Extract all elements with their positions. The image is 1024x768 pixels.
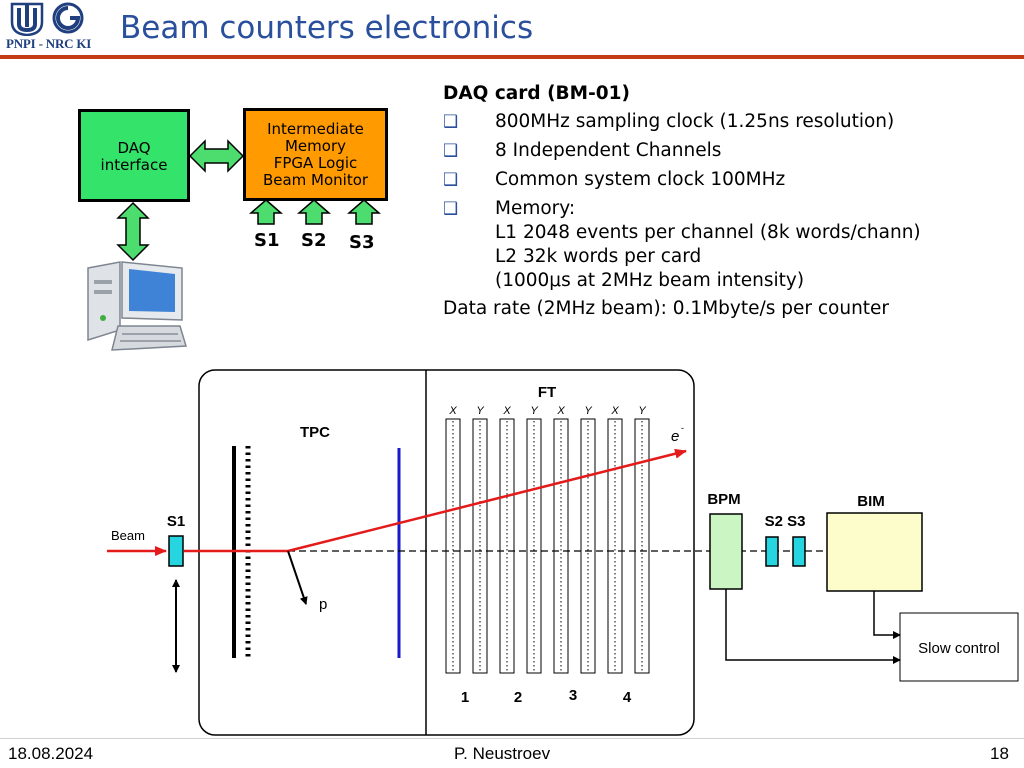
s2-s3-label: S2 S3 [765,513,806,530]
station-number: 1 [461,689,469,706]
ft-plane-label: X [610,405,619,417]
s1-input-arrow [248,199,284,225]
ft-plane-label: Y [476,405,484,417]
nrc-ki-emblem-icon [52,2,84,34]
bullet-text: Common system clock 100MHz [495,169,786,190]
input-label-s3: S3 [349,232,375,253]
bullet-item: ❑ 800MHz sampling clock (1.25ns resoluti… [443,110,1013,134]
tpc-label: TPC [300,424,330,441]
logo-text: PNPI - NRC KI [6,36,92,51]
fpga-line: Beam Monitor [262,171,369,189]
input-label-s2: S2 [301,230,327,251]
pnpi-emblem-icon [10,2,44,36]
proton-label: p [319,596,327,613]
detector-frame [198,369,695,736]
memory-line: L1 2048 events per channel (8k words/cha… [495,222,921,243]
bullet-item: ❑ Memory: [443,197,1013,221]
memory-line: L2 32k words per card [495,246,702,267]
s1-label: S1 [167,513,185,530]
fpga-line: FPGA Logic [273,154,358,172]
bim-label: BIM [857,493,885,510]
daq-interface-label: DAQ interface [100,139,168,174]
footer-rule [0,738,1024,739]
input-label-s1: S1 [254,230,280,251]
bpm-to-slow-control-line [725,589,901,664]
ft-planes [445,418,650,674]
page-number: 18 [990,744,1009,763]
bullet-item: ❑ 8 Independent Channels [443,139,1013,163]
electron-charge-label: - [681,423,684,433]
station-number: 4 [623,689,632,706]
setup-diagram: FT X Y X Y X Y X Y TPC e - Beam S1 p BPM… [107,369,1019,736]
block-diagram-connectors [87,139,382,351]
bullet-item: ❑ Common system clock 100MHz [443,168,1013,192]
fpga-line: Intermediate [267,120,364,138]
memory-line: (1000μs at 2MHz beam intensity) [495,270,805,291]
beam-label: Beam [111,528,145,543]
bim-to-slow-control-line [873,591,901,639]
bullet-text: Memory: [495,198,576,219]
checkbox-bullet-icon: ❑ [443,141,459,161]
header-rule [0,55,1024,59]
checkbox-bullet-icon: ❑ [443,170,459,190]
bpm-label: BPM [707,491,740,508]
station-number: 2 [514,689,522,706]
bullet-text: 8 Independent Channels [495,140,722,161]
station-number: 3 [569,687,577,704]
footer-author: P. Neustroev [454,744,551,763]
daq-card-description: DAQ card (BM-01) ❑ 800MHz sampling clock… [443,82,1013,321]
s1-counter [168,535,184,567]
ft-plane-label: X [556,405,565,417]
bim-box [826,512,923,592]
daq-fpga-double-arrow [188,139,245,173]
electron-track-arrow [287,448,687,553]
s2-counter [765,536,779,567]
checkbox-bullet-icon: ❑ [443,199,459,219]
proton-track-arrow [287,550,308,605]
page-title: Beam counters electronics [120,10,534,46]
daq-interface-box: DAQ interface [78,109,190,202]
ft-plane-label: Y [638,405,646,417]
ft-plane-label: Y [584,405,592,417]
ft-label: FT [538,384,556,401]
s2-input-arrow [296,199,332,225]
data-rate-text: Data rate (2MHz beam): 0.1Mbyte/s per co… [443,298,890,319]
slow-control-box [899,612,1019,682]
ft-plane-label: X [502,405,511,417]
ft-plane-label: X [448,405,457,417]
footer-date: 18.08.2024 [8,744,94,763]
daq-computer-double-arrow [116,201,150,262]
s3-counter [792,536,806,567]
daq-card-heading: DAQ card (BM-01) [443,83,630,104]
electron-label: e [671,428,679,445]
fpga-box: Intermediate Memory FPGA Logic Beam Moni… [243,108,388,201]
s3-input-arrow [346,199,382,225]
logo [10,2,84,36]
bpm-box [709,513,743,590]
slow-control-label: Slow control [918,640,1000,657]
fpga-line: Memory [284,137,346,155]
computer-icon [87,261,187,351]
bullet-text: 800MHz sampling clock (1.25ns resolution… [495,111,895,132]
ft-plane-label: Y [530,405,538,417]
checkbox-bullet-icon: ❑ [443,112,459,132]
